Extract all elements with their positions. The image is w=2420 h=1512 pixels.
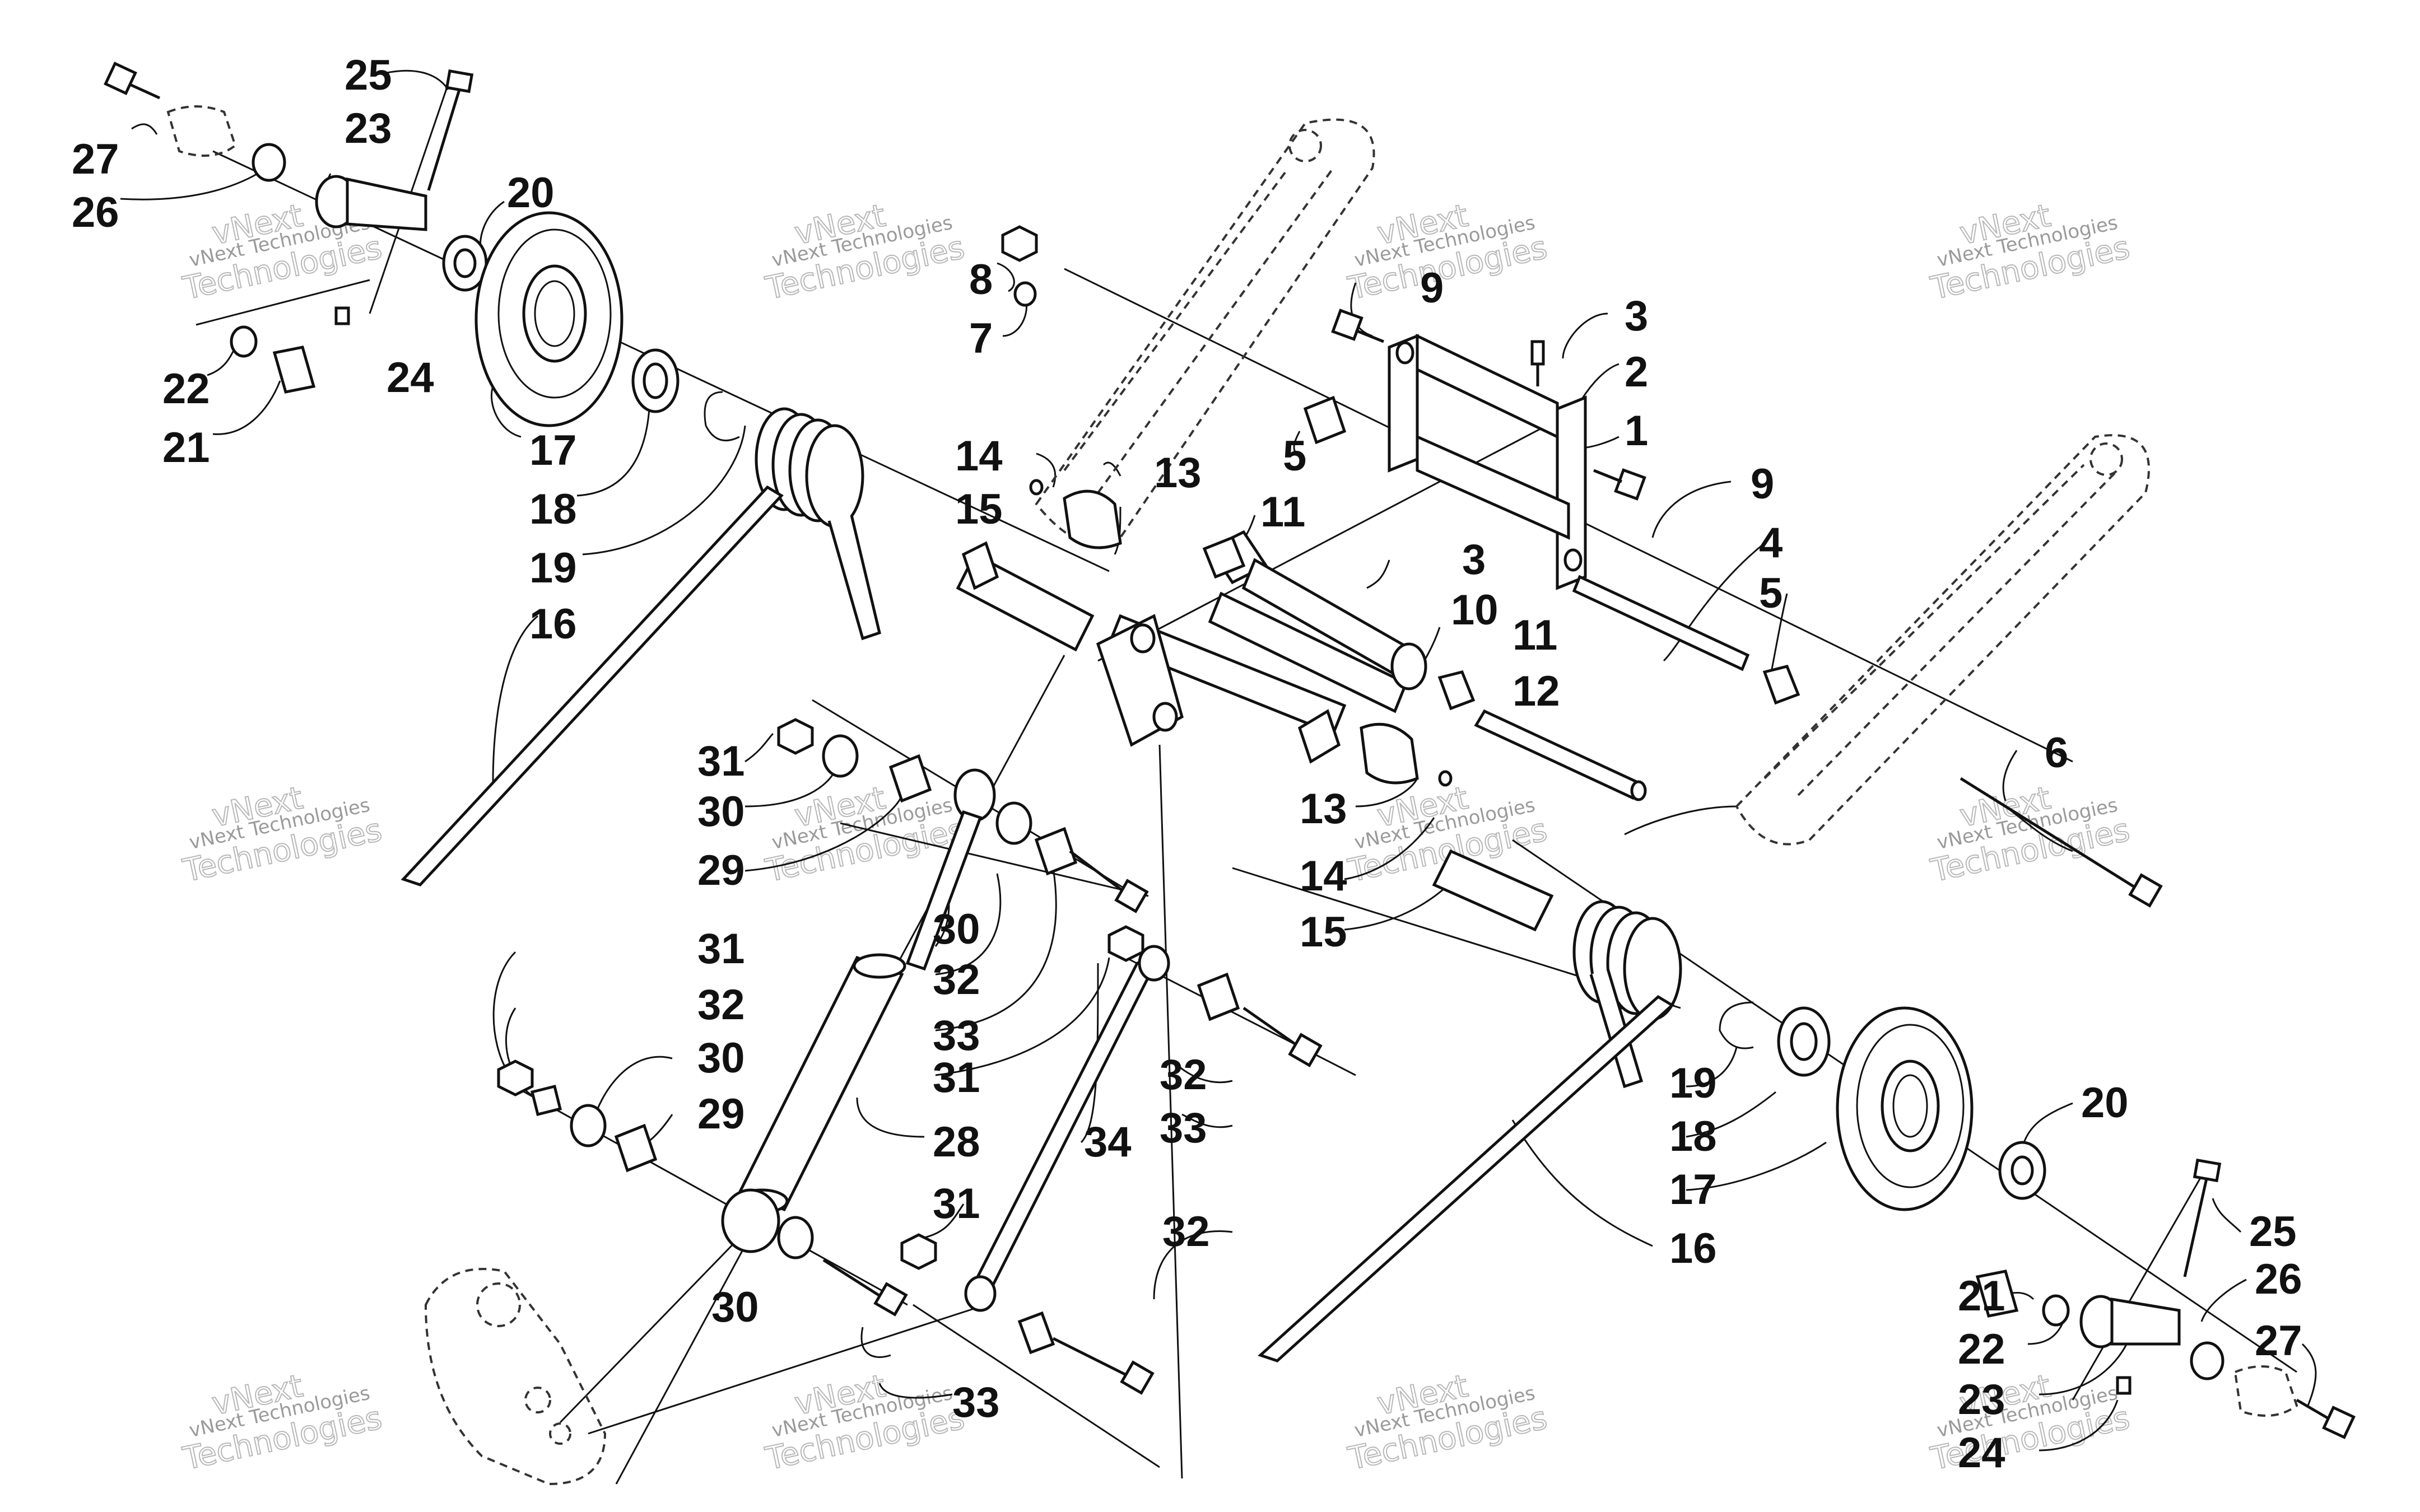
wheel-17-left (474, 211, 623, 427)
callout-26: 26 (72, 189, 119, 236)
callout-29: 29 (697, 847, 745, 894)
callout-34: 34 (1084, 1118, 1132, 1166)
callout-3: 3 (1625, 292, 1648, 340)
dashed-plate-left (166, 105, 237, 157)
callout-29b: 29 (697, 1090, 745, 1138)
callout-33: 33 (933, 1012, 980, 1060)
callout-6: 6 (2045, 729, 2068, 777)
callout-14: 14 (955, 432, 1003, 480)
spring-16-right (1258, 900, 1682, 1362)
callout-5: 5 (1283, 432, 1306, 480)
callout-30c: 30 (697, 1034, 745, 1082)
callout-3b: 3 (1462, 536, 1486, 584)
spring-16-left (401, 407, 881, 886)
callout-5b: 5 (1759, 570, 1783, 617)
callout-20: 20 (507, 169, 555, 217)
callout-26b: 26 (2255, 1256, 2302, 1303)
shock-28 (721, 768, 996, 1253)
track-rail-upper (1035, 118, 1375, 545)
callout-30d: 30 (711, 1284, 759, 1331)
callout-1: 1 (1625, 407, 1648, 455)
callout-30: 30 (697, 788, 745, 836)
link-34 (964, 925, 1170, 1312)
shock-assembly (497, 718, 1323, 1395)
callout-24: 24 (387, 354, 434, 402)
callout-9b: 9 (1751, 460, 1774, 508)
callout-16b: 16 (1669, 1225, 1717, 1272)
callout-17: 17 (529, 427, 577, 474)
callout-32c: 32 (1160, 1051, 1207, 1099)
rocker-arm-10 (1096, 530, 1427, 747)
callout-15b: 15 (1300, 908, 1347, 956)
callout-21b: 21 (1958, 1272, 2005, 1320)
callout-23: 23 (345, 105, 392, 152)
callout-32: 32 (933, 956, 980, 1004)
callout-labels: 27 26 25 23 20 22 24 21 17 18 19 16 8 7 … (72, 52, 2302, 1477)
callout-31: 31 (697, 738, 745, 785)
callout-4: 4 (1759, 519, 1783, 567)
callout-13b: 13 (1300, 785, 1347, 833)
left-wheel-assembly (104, 62, 881, 886)
callout-32b: 32 (697, 981, 745, 1029)
bracket-1 (1388, 334, 1587, 590)
callout-31d: 31 (933, 1180, 980, 1228)
callout-22: 22 (162, 365, 210, 413)
callout-33c: 33 (952, 1379, 1000, 1426)
callout-13: 13 (1154, 449, 1202, 497)
callout-11b: 11 (1513, 612, 1557, 659)
center-frame (956, 225, 2163, 932)
callout-9: 9 (1420, 264, 1444, 312)
callout-22b: 22 (1958, 1326, 2005, 1373)
right-wheel-assembly (1258, 900, 2356, 1439)
wheel-17-right (1836, 1006, 1974, 1211)
callout-18: 18 (529, 486, 577, 533)
callout-8: 8 (969, 256, 993, 304)
callout-31b: 31 (697, 925, 745, 973)
callout-12: 12 (1513, 668, 1560, 715)
bolt-25-top (427, 69, 474, 191)
callout-27: 27 (72, 136, 119, 183)
callout-19b: 19 (1669, 1060, 1717, 1107)
callout-17b: 17 (1669, 1166, 1717, 1214)
pivot-23 (315, 175, 427, 231)
callout-23b: 23 (1958, 1376, 2005, 1424)
callout-28: 28 (933, 1118, 980, 1166)
bolt-27-top (104, 62, 161, 100)
callout-20b: 20 (2081, 1079, 2129, 1127)
callout-7: 7 (969, 315, 993, 362)
track-rail-lower (1735, 434, 2150, 846)
callout-31c: 31 (933, 1054, 980, 1102)
callout-19: 19 (529, 544, 577, 592)
callout-18b: 18 (1669, 1113, 1717, 1160)
callout-21: 21 (162, 424, 210, 472)
callout-2: 2 (1625, 348, 1648, 396)
callout-16: 16 (529, 600, 577, 648)
callout-15: 15 (955, 486, 1003, 533)
callout-25: 25 (345, 52, 392, 99)
callout-30b: 30 (933, 906, 980, 953)
callout-14b: 14 (1300, 852, 1347, 900)
callout-24b: 24 (1958, 1429, 2005, 1477)
callout-32d: 32 (1162, 1208, 1210, 1256)
callout-11: 11 (1260, 488, 1305, 536)
callout-27b: 27 (2255, 1317, 2302, 1365)
callout-10: 10 (1451, 586, 1498, 634)
rear-arm-bracket (424, 1268, 607, 1486)
callout-33b: 33 (1160, 1104, 1207, 1152)
callout-25b: 25 (2249, 1208, 2297, 1256)
